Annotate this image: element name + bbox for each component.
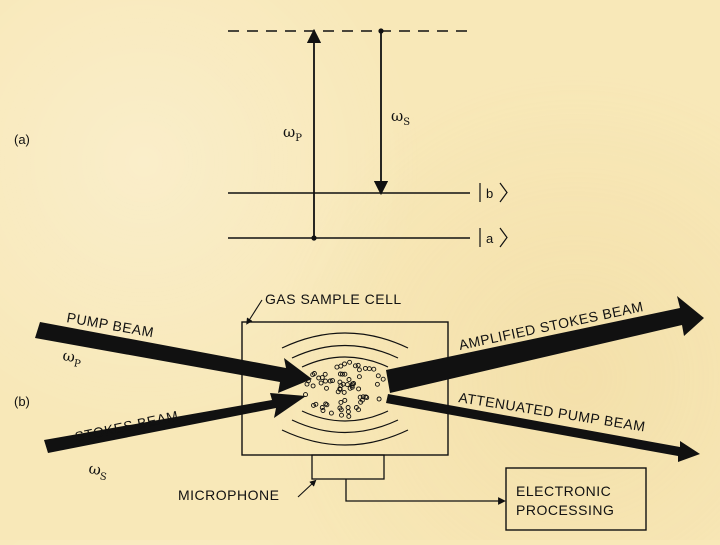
attenuated-pump-arrow (386, 394, 700, 462)
gas-molecule (366, 366, 372, 372)
gas-molecule (344, 382, 350, 388)
part-a-label: (a) (14, 132, 30, 147)
gas-molecule (313, 401, 319, 407)
gas-molecule (374, 381, 380, 387)
gas-cell-label: GAS SAMPLE CELL (265, 291, 402, 307)
microphone (311, 454, 385, 480)
gas-molecule (356, 386, 362, 392)
stokes-beam-arrow (44, 393, 306, 453)
gas-molecule (323, 378, 328, 384)
gas-molecule (334, 364, 340, 370)
gas-molecule (318, 380, 324, 386)
gas-molecule (380, 376, 386, 382)
gas-molecule (342, 397, 348, 403)
gas-molecule (322, 371, 328, 377)
gas-molecule (342, 361, 347, 367)
gas-molecule (359, 397, 365, 403)
omega-p-label-b: ωP (61, 346, 84, 370)
gas-molecule (362, 365, 368, 371)
omega-s-label-b: ωS (87, 459, 110, 483)
omega-s-label-a: ωS (391, 107, 410, 128)
gas-molecule (376, 396, 382, 402)
gas-molecule (320, 408, 326, 413)
gas-molecule (324, 402, 330, 408)
ket-b: b (479, 182, 508, 203)
gas-molecule (346, 377, 352, 382)
experimental-setup: (b) GAS SAMPLE CELL PUMP BEAM ωP STOKES (14, 291, 704, 531)
gas-molecule (353, 405, 359, 410)
gas-molecule (327, 378, 333, 384)
pump-beam-arrow (35, 322, 312, 393)
gas-molecule (346, 413, 352, 419)
gas-sample-cell (241, 321, 449, 456)
pump-start-dot (311, 235, 317, 241)
gas-molecule (363, 394, 369, 400)
gas-molecule (349, 383, 355, 389)
energy-level-diagram: (a) ωP ωS b a (14, 28, 508, 248)
gas-molecule (375, 373, 381, 379)
gas-molecule (311, 371, 317, 376)
gas-molecule (323, 401, 329, 407)
electronic-processing-box (505, 467, 647, 531)
gas-molecule (303, 392, 308, 398)
gas-molecule (345, 409, 351, 415)
microphone-label: MICROPHONE (178, 487, 279, 503)
gas-molecule (324, 385, 329, 391)
gas-molecule (342, 371, 348, 377)
gas-molecule (316, 375, 322, 381)
gas-molecule (340, 371, 345, 377)
acoustic-waves (281, 332, 409, 446)
gas-molecule (339, 412, 344, 418)
gas-molecule (338, 399, 344, 405)
microphone-pointer (297, 479, 317, 498)
gas-molecule (352, 363, 358, 369)
gas-molecule (347, 359, 353, 365)
gas-molecule (356, 367, 362, 373)
gas-molecule (319, 405, 325, 410)
gas-molecule (341, 389, 347, 395)
gas-molecule (311, 402, 316, 408)
amplified-stokes-arrow (386, 296, 704, 393)
gas-molecule (360, 394, 366, 400)
gas-molecule (328, 410, 334, 416)
signal-line (345, 479, 506, 505)
stokes-beam-label: STOKES BEAM (73, 407, 180, 445)
svg-text:b: b (486, 186, 493, 201)
gas-molecule (337, 371, 343, 377)
processing-label: PROCESSING (516, 502, 614, 518)
gas-molecule (337, 386, 343, 392)
gas-molecule (355, 362, 361, 368)
ket-a: a (479, 227, 508, 248)
gas-molecule (356, 374, 362, 380)
gas-molecule (371, 366, 377, 372)
gas-molecules (303, 359, 386, 419)
gas-cell-pointer (246, 299, 263, 325)
svg-text:a: a (486, 231, 494, 246)
electronic-label: ELECTRONIC (516, 483, 611, 499)
gas-molecule (345, 405, 351, 410)
gas-molecule (337, 379, 343, 385)
gas-molecule (349, 384, 355, 390)
gas-molecule (338, 407, 344, 413)
part-b-label: (b) (14, 394, 30, 409)
stokes-start-dot (378, 28, 384, 34)
gas-molecule (330, 378, 335, 384)
omega-p-label-a: ωP (283, 123, 302, 144)
gas-molecule (310, 383, 316, 389)
